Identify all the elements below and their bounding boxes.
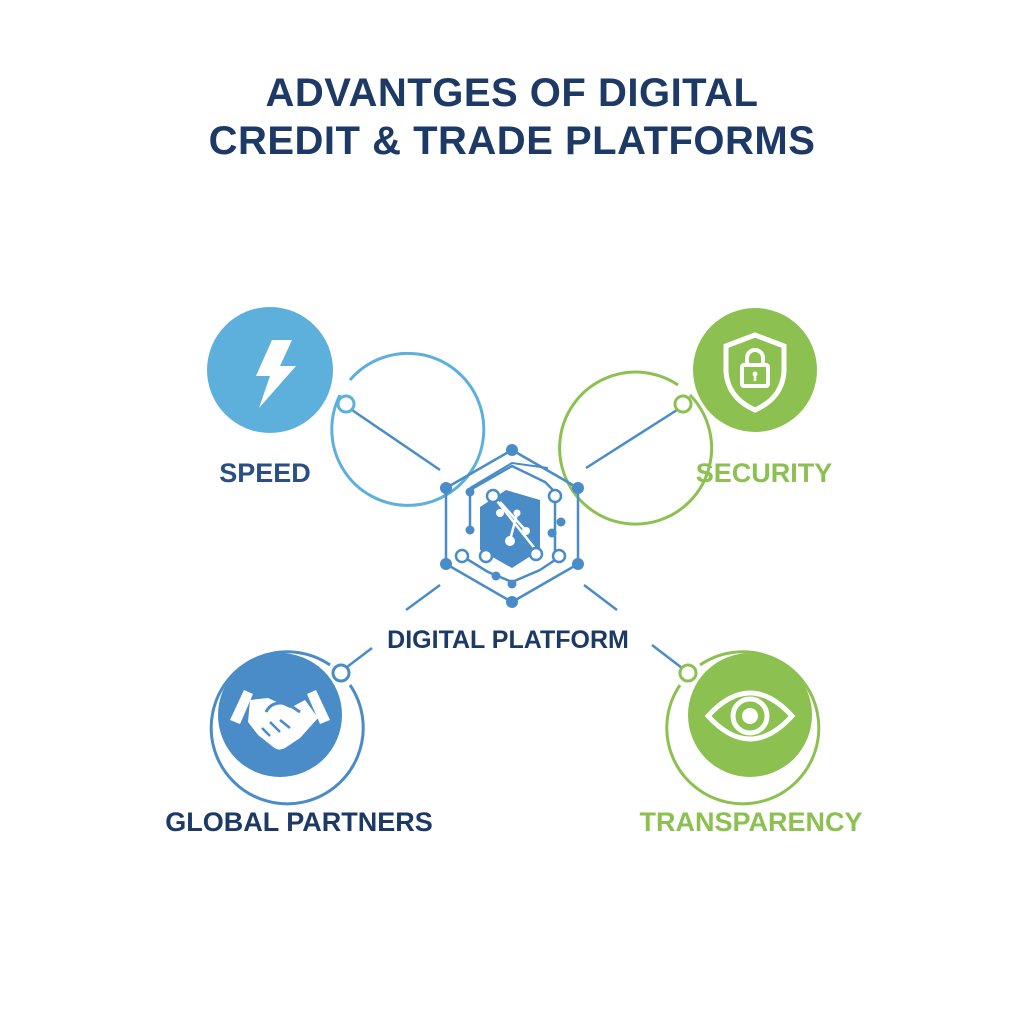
- connector-transparency-b: [651, 644, 683, 669]
- circuit-hexagon-icon: [440, 444, 584, 608]
- global-partners-node: [209, 650, 365, 806]
- lightning-bolt-icon: [256, 340, 296, 408]
- connector-transparency-a: [583, 584, 618, 611]
- connector-global-a: [405, 583, 441, 612]
- shield-lock-icon: [723, 332, 787, 413]
- title-line-2: CREDIT & TRADE PLATFORMS: [208, 119, 816, 163]
- transparency-node: [665, 650, 821, 806]
- title-line-1: ADVANTGES OF DIGITAL: [265, 71, 759, 115]
- handshake-icon: [230, 690, 330, 750]
- label-transparency: TRANSPARENCY: [639, 807, 863, 837]
- speed-node: [207, 307, 486, 507]
- connector-global-b: [346, 647, 373, 668]
- label-speed: SPEED: [219, 458, 311, 488]
- label-global-partners: GLOBAL PARTNERS: [165, 807, 433, 837]
- label-digital-platform: DIGITAL PLATFORM: [387, 626, 629, 654]
- connector-security: [585, 408, 678, 470]
- connector-lines: [346, 408, 683, 669]
- label-security: SECURITY: [695, 458, 833, 488]
- connector-speed: [351, 408, 441, 472]
- eye-icon: [704, 690, 796, 742]
- security-node: [558, 308, 817, 526]
